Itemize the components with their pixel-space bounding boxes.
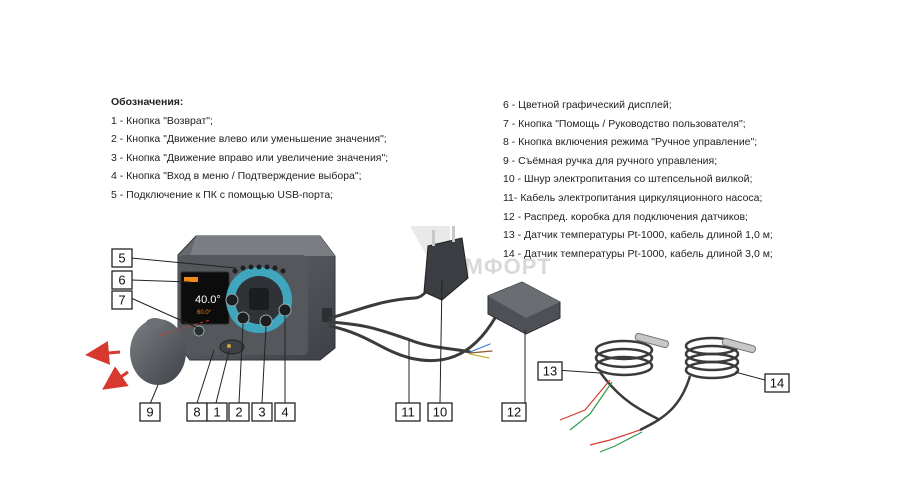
callout-6: 6 (111, 270, 133, 290)
cable-gland (322, 308, 332, 322)
plug-pin (452, 226, 455, 242)
display-status-icon (184, 277, 198, 282)
callout-14: 14 (764, 373, 790, 393)
back-button[interactable] (225, 293, 239, 307)
callout-label: 1 (213, 405, 220, 420)
callout-7: 7 (111, 290, 133, 310)
callout-label: 8 (193, 405, 200, 420)
power-plug (423, 226, 469, 301)
legend-left: Обозначения: 1 - Кнопка "Возврат"; 2 - К… (111, 93, 388, 205)
indicator-leds (232, 264, 286, 274)
legend-item: 7 - Кнопка "Помощь / Руководство пользов… (503, 117, 746, 130)
legend-item: 1 - Кнопка "Возврат"; (111, 114, 213, 127)
callout-label: 9 (146, 405, 153, 420)
callout-label: 10 (433, 405, 447, 420)
legend-item: 13 - Датчик температуры Pt-1000, кабель … (503, 229, 773, 242)
cables (328, 268, 497, 363)
wire-blue (469, 343, 491, 353)
callout-label: 12 (507, 405, 521, 420)
callout-label: 4 (281, 405, 288, 420)
callout-label: 7 (118, 293, 125, 308)
legend-item: 2 - Кнопка "Движение влево или уменьшени… (111, 133, 387, 146)
legend-right: 6 - Цветной графический дисплей; 7 - Кно… (503, 96, 773, 263)
legend-item: 9 - Съёмная ручка для ручного управления… (503, 154, 718, 167)
callout-13: 13 (537, 361, 563, 381)
callout-label: 2 (235, 405, 242, 420)
callout-label: 13 (543, 364, 557, 379)
plug-pin (432, 230, 435, 246)
callout-10: 10 (427, 402, 453, 422)
usb-port[interactable] (249, 288, 269, 310)
power-cord (328, 268, 442, 320)
legend-item: 6 - Цветной графический дисплей; (503, 99, 672, 111)
callout-3: 3 (251, 402, 273, 422)
legend-item: 11- Кабель электропитания циркуляционног… (503, 191, 763, 204)
callout-5: 5 (111, 248, 133, 268)
controller: 40.0° 60.0° (177, 235, 336, 361)
sensor-14 (589, 336, 757, 453)
callout-12: 12 (501, 402, 527, 422)
left-decrease-button[interactable] (236, 311, 250, 325)
help-button[interactable] (193, 325, 205, 337)
right-increase-button[interactable] (259, 314, 273, 328)
legend-item: 8 - Кнопка включения режима "Ручное упра… (503, 136, 758, 149)
callout-1: 1 (206, 402, 228, 422)
alignment-line (159, 319, 211, 336)
legend-item: 14 - Датчик температуры Pt-1000, кабель … (503, 247, 773, 260)
wire-brown (469, 350, 493, 354)
remove-arrow-lower (102, 366, 129, 390)
knob-stem (146, 318, 164, 328)
sensor-cable (328, 316, 497, 363)
display-secondary: 60.0° (197, 310, 212, 316)
pump-cable (328, 320, 472, 354)
manual-mode-socket[interactable] (219, 339, 245, 355)
callout-label: 5 (118, 251, 125, 266)
wire-yellow (469, 353, 490, 359)
remove-arrow-upper (85, 341, 121, 365)
plug-body (423, 237, 469, 301)
display-temperature: 40.0° (195, 294, 221, 306)
callout-2: 2 (228, 402, 250, 422)
callout-label: 3 (258, 405, 265, 420)
knob-cap (130, 319, 186, 385)
legend-item: 10 - Шнур электропитания со штепсельной … (503, 173, 753, 186)
distribution-box (487, 281, 561, 335)
legend-item: 3 - Кнопка "Движение вправо или увеличен… (111, 151, 389, 164)
callout-8: 8 (186, 402, 208, 422)
manual-mode-button[interactable] (227, 344, 231, 348)
callout-4: 4 (274, 402, 296, 422)
box-top (488, 282, 560, 318)
menu-confirm-button[interactable] (278, 303, 292, 317)
legend-title: Обозначения: (111, 96, 184, 108)
controller-top (190, 236, 335, 256)
callout-label: 14 (770, 376, 784, 391)
removable-knob[interactable] (85, 318, 211, 390)
sensor-13 (559, 332, 670, 431)
callout-9: 9 (139, 402, 161, 422)
legend-item: 4 - Кнопка "Вход в меню / Подтверждение … (111, 170, 362, 183)
legend-item: 12 - Распред. коробка для подключения да… (503, 210, 748, 223)
callout-label: 6 (118, 273, 125, 288)
callout-11: 11 (395, 402, 421, 422)
callout-label: 11 (401, 405, 415, 420)
legend-item: 5 - Подключение к ПК с помощью USB-порта… (111, 188, 334, 201)
leader-lines (130, 257, 766, 405)
